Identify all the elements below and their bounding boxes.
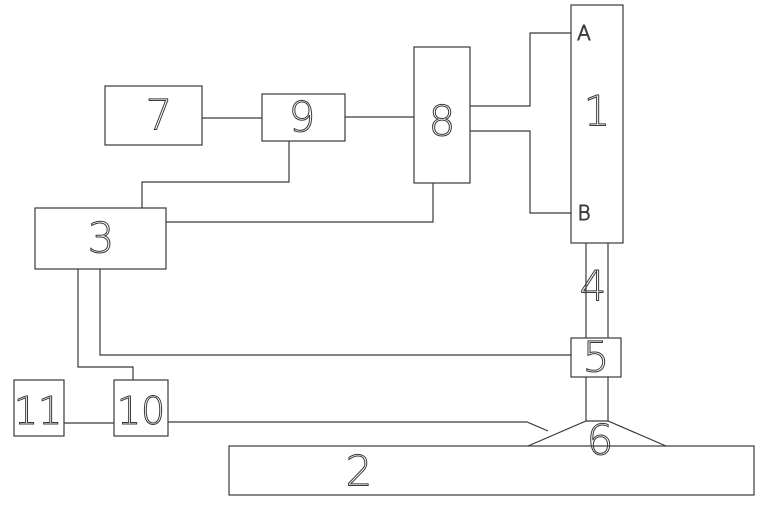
nozzle-6-outline bbox=[527, 420, 667, 447]
label-5: 5 bbox=[583, 333, 610, 382]
label-1: 1 bbox=[584, 87, 611, 136]
wire-9-3 bbox=[141, 141, 290, 208]
wire-10-6 bbox=[168, 421, 549, 432]
label-port-a: A bbox=[577, 21, 591, 45]
box-11 bbox=[13, 379, 65, 437]
wire-3-5 bbox=[99, 269, 571, 356]
label-port-b: B bbox=[577, 201, 590, 225]
label-2: 2 bbox=[346, 447, 373, 496]
box-8 bbox=[413, 46, 471, 184]
box-1 bbox=[570, 4, 624, 244]
label-10: 10 bbox=[117, 389, 165, 433]
wire-8-3 bbox=[166, 183, 434, 223]
box-2 bbox=[228, 445, 755, 496]
box-7 bbox=[104, 85, 203, 146]
label-11: 11 bbox=[14, 389, 62, 433]
label-6: 6 bbox=[587, 416, 614, 465]
wires bbox=[64, 32, 667, 447]
box-5 bbox=[570, 337, 622, 378]
box-9 bbox=[261, 93, 346, 142]
wire-8-B bbox=[470, 130, 571, 214]
label-9: 9 bbox=[289, 93, 316, 142]
wire-8-A bbox=[470, 32, 571, 107]
box-10 bbox=[113, 379, 169, 437]
label-3: 3 bbox=[88, 214, 115, 263]
label-4: 4 bbox=[580, 262, 607, 311]
box-3 bbox=[34, 207, 167, 270]
label-7: 7 bbox=[146, 91, 173, 140]
label-8: 8 bbox=[429, 97, 456, 146]
wire-3-10 bbox=[77, 269, 134, 380]
